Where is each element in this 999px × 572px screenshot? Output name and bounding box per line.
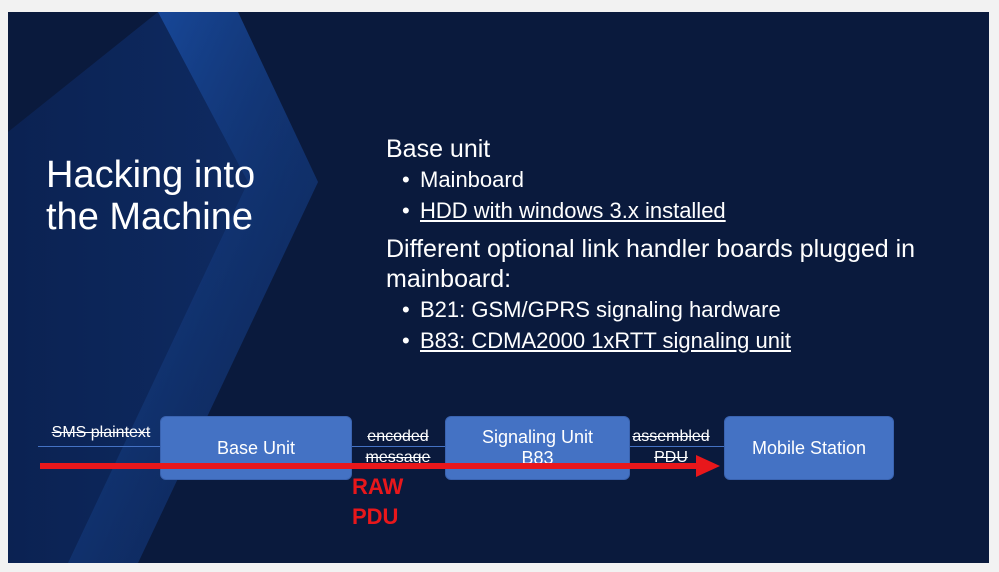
label-encoded-message: encoded message [365,428,431,466]
connector-3 [628,446,724,447]
heading-base-unit: Base unit [386,135,491,163]
label-raw-pdu: RAW PDU [352,474,404,529]
box-mobile-station: Mobile Station [724,416,894,480]
link-b83[interactable]: B83: CDMA2000 1xRTT signaling unit [386,325,946,356]
heading-link-handlers: Different optional link handler boards p… [386,235,916,293]
bullet-mainboard: Mainboard [386,164,946,195]
chevron-decoration [8,12,318,563]
box-base-unit: Base Unit [160,416,352,480]
slide: Hacking into the Machine Base unit Mainb… [8,12,989,563]
connector-1 [38,446,160,447]
label-sms-plaintext: SMS plaintext [51,424,151,441]
label-assembled-pdu: assembled PDU [632,428,710,466]
slide-body: Base unit Mainboard HDD with windows 3.x… [386,134,946,356]
box-signaling-unit: Signaling Unit B83 [445,416,630,480]
bullet-b21: B21: GSM/GPRS signaling hardware [386,294,946,325]
link-hdd[interactable]: HDD with windows 3.x installed [386,195,946,226]
slide-title: Hacking into the Machine [46,154,256,238]
connector-2 [350,446,446,447]
red-arrow [40,455,720,477]
